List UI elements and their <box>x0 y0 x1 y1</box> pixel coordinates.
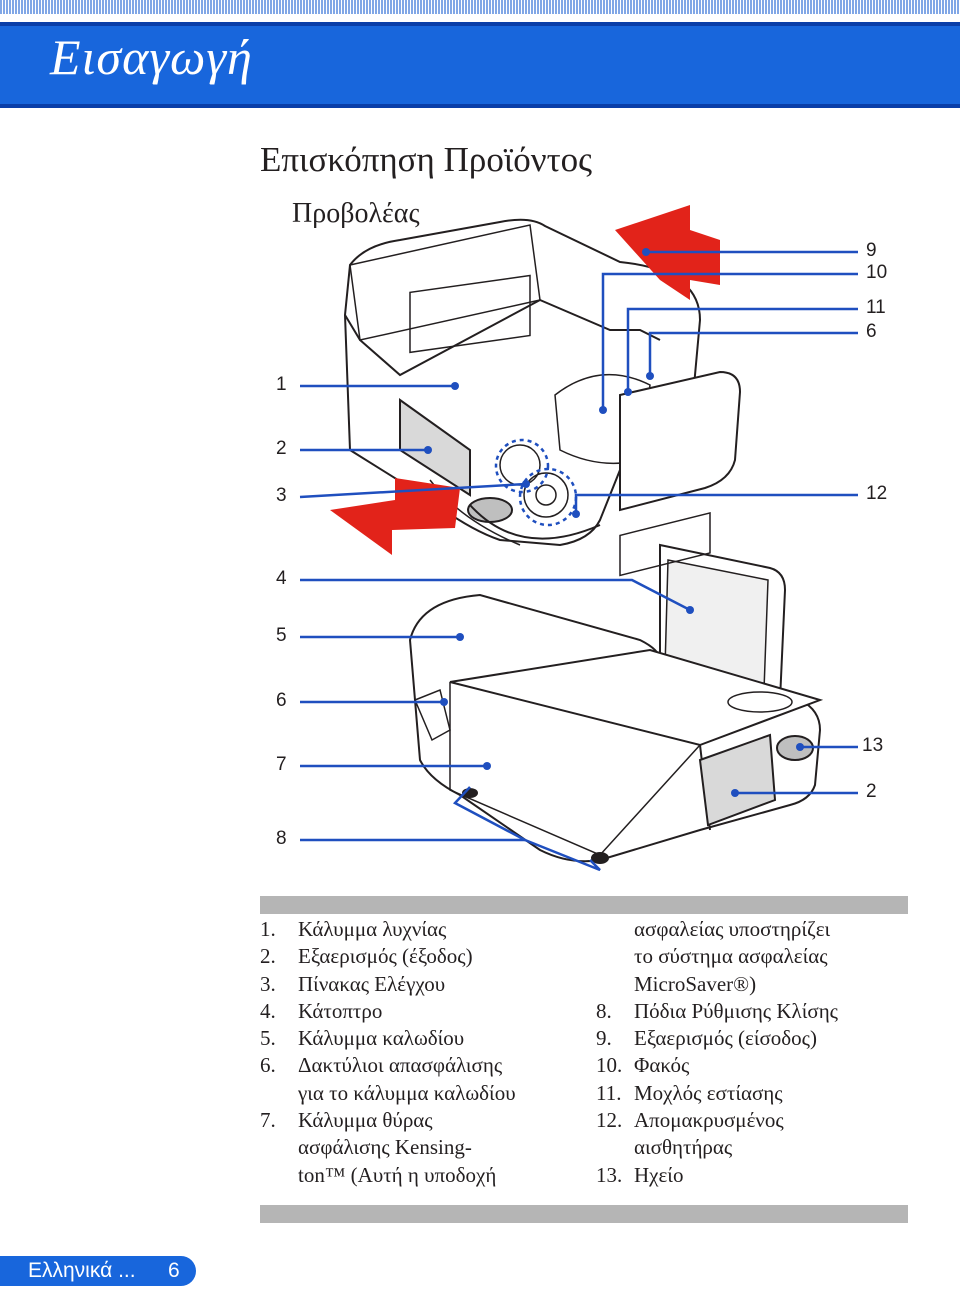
callout-11: 11 <box>866 297 886 318</box>
callout-8: 8 <box>276 828 287 849</box>
legend-item: 10.Φακός <box>596 1053 690 1078</box>
legend-item: 7.Κάλυμμα θύρας ασφάλισης Kensing- ton™ … <box>260 1108 497 1187</box>
legend-item: 5.Κάλυμμα καλωδίου <box>260 1026 465 1051</box>
legend-item: 12.Απομακρυσμένος αισθητήρας <box>596 1108 784 1160</box>
callout-1: 1 <box>276 374 287 395</box>
legend-left-column: 1.Κάλυμμα λυχνίας 2.Εξαερισμός (έξοδος) … <box>260 916 580 1189</box>
section-title: Επισκόπηση Προϊόντος <box>260 140 593 179</box>
callout-5: 5 <box>276 625 287 646</box>
callout-9: 9 <box>866 240 877 261</box>
header-band: Εισαγωγή <box>0 0 960 108</box>
footer-language: Ελληνικά ... <box>28 1259 136 1282</box>
callout-3: 3 <box>276 485 287 506</box>
legend-item: 1.Κάλυμμα λυχνίας <box>260 917 447 941</box>
callout-6-right: 6 <box>866 321 877 342</box>
callout-7: 7 <box>276 754 287 775</box>
callout-leader-lines <box>299 250 858 872</box>
legend-item: 6.Δακτύλιοι απασφάλισης για το κάλυμμα κ… <box>260 1053 516 1105</box>
callout-2: 2 <box>276 438 287 459</box>
exhaust-airflow-arrow <box>330 478 460 555</box>
legend-item: 8.Πόδια Ρύθμισης Κλίσης <box>596 998 838 1023</box>
legend-item: 4.Κάτοπτρο <box>260 998 383 1023</box>
callout-endpoints <box>424 248 804 797</box>
projector-bottom-illustration <box>408 512 824 864</box>
callout-13: 13 <box>862 735 884 756</box>
callout-6-left: 6 <box>276 690 287 711</box>
legend-right-column: ασφαλείας υποστηρίζει το σύστημα ασφαλεί… <box>596 916 916 1189</box>
legend-item: ασφαλείας υποστηρίζει το σύστημα ασφαλεί… <box>634 917 831 996</box>
page-number: 6 <box>168 1259 180 1282</box>
legend-item: 9.Εξαερισμός (είσοδος) <box>596 1026 817 1051</box>
legend-item: 2.Εξαερισμός (έξοδος) <box>260 944 473 969</box>
callout-12: 12 <box>866 483 888 504</box>
callout-2-right: 2 <box>866 781 877 802</box>
legend-item: 11.Μοχλός εστίασης <box>596 1080 783 1105</box>
projector-diagram <box>299 205 858 872</box>
legend-item: 3.Πίνακας Ελέγχου <box>260 971 446 996</box>
callout-4: 4 <box>276 568 287 589</box>
callout-10: 10 <box>866 262 888 283</box>
legend-item: 13.Ηχείο <box>596 1162 684 1187</box>
legend-bottom-rule <box>260 1205 908 1223</box>
header-stripe <box>0 0 960 14</box>
legend-top-rule <box>260 896 908 914</box>
header-bar <box>0 22 960 108</box>
subsection-title: Προβολέας <box>292 198 420 229</box>
chapter-title: Εισαγωγή <box>50 29 253 85</box>
footer-tab <box>0 1256 196 1286</box>
projector-top-illustration <box>343 218 742 547</box>
